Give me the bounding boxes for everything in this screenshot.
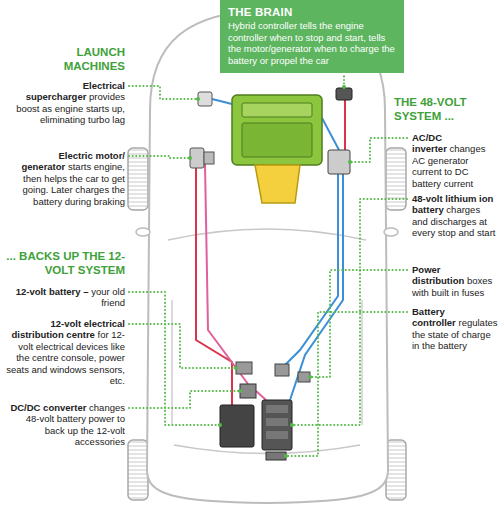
- callout-title: 12-volt battery –: [16, 286, 89, 297]
- battery-12v: [220, 405, 254, 447]
- battery-cell: [266, 405, 288, 413]
- leader-line: [286, 312, 407, 456]
- leader-line: [350, 138, 407, 162]
- components: [190, 88, 352, 460]
- heading-text: LAUNCH MACHINES: [64, 46, 125, 72]
- wire: [322, 118, 339, 150]
- windshield: [168, 229, 366, 240]
- wire: [344, 100, 346, 150]
- wire: [256, 391, 266, 400]
- callout-text: your old friend: [91, 286, 125, 308]
- wheel: [128, 440, 148, 500]
- leader-dot: [196, 97, 200, 101]
- hybrid-controller: [336, 88, 352, 100]
- battery-48v: [262, 400, 292, 450]
- mirror: [384, 228, 398, 236]
- callout: Electric motor/ generatorstarts engine, …: [4, 150, 125, 207]
- callout: DC/DC converterchanges 48-volt battery p…: [4, 402, 125, 448]
- wire: [196, 168, 232, 405]
- callout-title: Power distribution: [412, 264, 464, 286]
- wire: [205, 164, 248, 384]
- leader-line: [310, 270, 407, 377]
- group-heading: LAUNCH MACHINES: [45, 46, 125, 74]
- leader-dot: [238, 389, 242, 393]
- leader-dot: [188, 156, 192, 160]
- leader-dot: [308, 375, 312, 379]
- heading-text: THE 48-VOLT SYSTEM ...: [394, 96, 467, 122]
- callout: 12-volt electrical distribution centrefo…: [4, 318, 125, 386]
- callout: AC/DC inverterchanges AC generator curre…: [412, 132, 498, 189]
- motor-generator: [190, 148, 204, 168]
- engine-head: [242, 103, 312, 117]
- leader-dot: [290, 423, 294, 427]
- oil-pan: [255, 165, 300, 203]
- motor-generator: [204, 152, 214, 164]
- box-body: Hybrid controller tells the engine contr…: [228, 20, 396, 66]
- leader-line: [129, 292, 220, 425]
- leader-dot: [218, 423, 222, 427]
- roof-line: [172, 300, 362, 425]
- distribution-centre: [236, 362, 252, 374]
- car-outline: [147, 10, 388, 503]
- wire: [290, 174, 343, 400]
- mirror: [136, 228, 150, 236]
- battery-cell: [266, 418, 288, 426]
- wheel: [386, 148, 406, 210]
- callout-title: Battery controller: [412, 306, 456, 328]
- box-heading: THE BRAIN: [228, 6, 396, 18]
- battery-cell: [266, 431, 288, 439]
- callout: Power distributionboxes with built in fu…: [412, 264, 498, 298]
- dc-dc-converter: [240, 384, 256, 398]
- leader-dot: [348, 160, 352, 164]
- group-heading: THE 48-VOLT SYSTEM ...: [394, 96, 498, 124]
- leader-line: [129, 391, 240, 408]
- callout: 48-volt lithium ion batterycharges and d…: [412, 193, 498, 239]
- callout: Battery controllerregulates the state of…: [412, 306, 498, 352]
- leader-dot: [284, 454, 288, 458]
- leader-lines: [129, 76, 407, 458]
- callout: Electrical superchargerprovides boost as…: [4, 80, 125, 126]
- inverter: [328, 150, 350, 174]
- engine: [232, 95, 322, 165]
- leader-dot: [234, 366, 238, 370]
- callout-title: DC/DC converter: [10, 402, 86, 413]
- car-body: [128, 10, 406, 503]
- leader-dot: [342, 85, 346, 89]
- callout: 12-volt battery –your old friend: [4, 286, 125, 309]
- leader-line: [129, 156, 190, 158]
- engine-block: [242, 123, 312, 157]
- wire: [212, 99, 232, 104]
- group-heading: ... BACKS UP THE 12-VOLT SYSTEM: [4, 250, 125, 278]
- leader-line: [129, 86, 198, 99]
- leader-line: [129, 324, 236, 368]
- callout-title: AC/DC inverter: [412, 132, 447, 154]
- heading-text: ... BACKS UP THE 12-VOLT SYSTEM: [6, 250, 125, 276]
- wheel: [128, 148, 148, 210]
- battery-controller: [266, 452, 286, 460]
- power-distribution-box: [275, 364, 289, 376]
- brain-box: THE BRAIN Hybrid controller tells the eng…: [220, 0, 404, 73]
- supercharger: [198, 92, 212, 106]
